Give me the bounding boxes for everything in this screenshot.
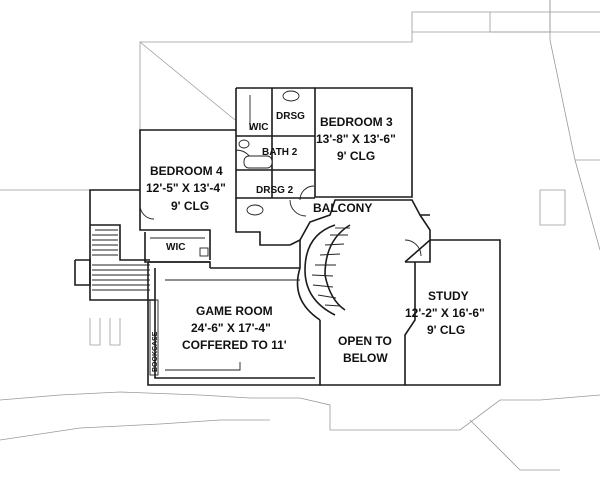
roof-outline: [0, 0, 600, 471]
bedroom4-size: 12'-5" X 13'-4": [146, 181, 226, 195]
sink-icon: [246, 204, 264, 216]
left-stairs: [92, 234, 150, 291]
bedroom4-ceiling: 9' CLG: [171, 199, 209, 213]
dressing-label: DRSG: [276, 111, 305, 122]
exterior-walls: [74, 87, 501, 386]
study-size: 12'-2" X 16'-6": [405, 306, 485, 320]
room-labels: BEDROOM 3 13'-8" X 13'-6" 9' CLG BEDROOM…: [146, 111, 485, 372]
sink-icon: [282, 90, 300, 102]
game-room-ceiling: COFFERED TO 11': [182, 338, 287, 352]
toilet-icon: [238, 139, 250, 149]
game-room-name: GAME ROOM: [196, 304, 273, 318]
dressing2-label: DRSG 2: [256, 185, 294, 196]
curved-stairs: [296, 224, 351, 321]
bookcase-label: BOOKCASE: [152, 331, 159, 372]
open-below-line2: BELOW: [343, 351, 388, 365]
bath2-label: BATH 2: [262, 147, 298, 158]
game-room-size: 24'-6" X 17'-4": [191, 321, 271, 335]
bedroom3-name: BEDROOM 3: [320, 115, 393, 129]
fixture-box-icon: [199, 247, 209, 257]
wic-lower-label: WIC: [166, 242, 185, 253]
bedroom3-ceiling: 9' CLG: [337, 149, 375, 163]
balcony-label: BALCONY: [313, 201, 372, 215]
interior-details: [92, 90, 422, 376]
study-ceiling: 9' CLG: [427, 323, 465, 337]
bathtub-icon: [243, 155, 273, 169]
bedroom4-name: BEDROOM 4: [150, 164, 223, 178]
bedroom3-size: 13'-8" X 13'-6": [316, 132, 396, 146]
wic-upper-label: WIC: [249, 122, 268, 133]
open-below-line1: OPEN TO: [338, 334, 392, 348]
study-name: STUDY: [428, 289, 469, 303]
